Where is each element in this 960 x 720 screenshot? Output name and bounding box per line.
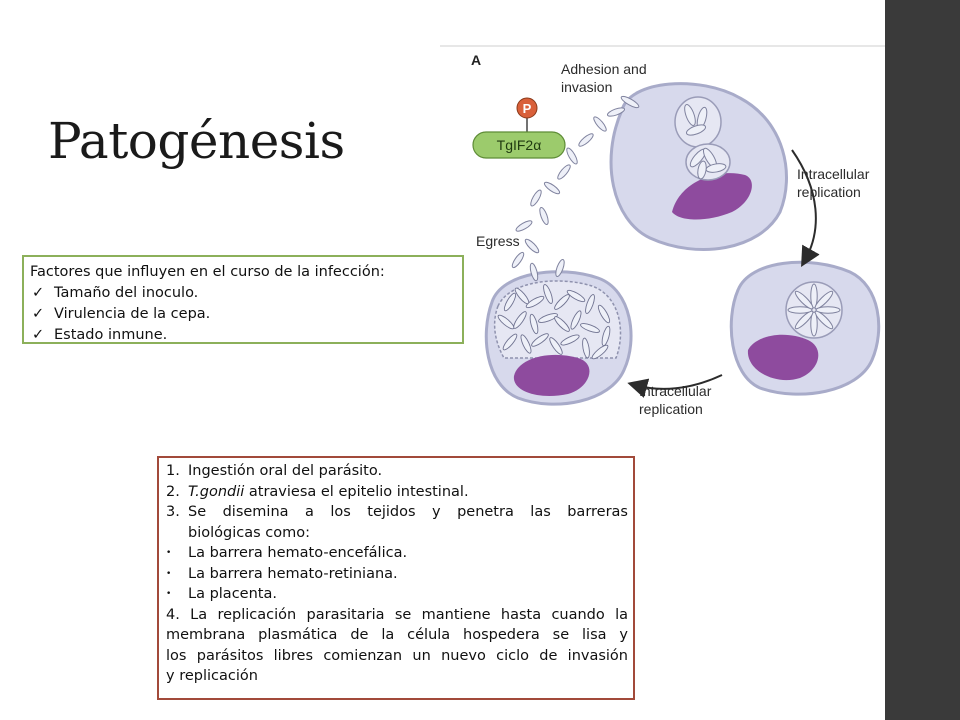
step-text: Se disemina a los tejidos y penetra las …	[188, 504, 628, 520]
panel-label: A	[471, 52, 481, 68]
protein-pill	[472, 131, 566, 159]
bullet-text: La placenta.	[188, 586, 277, 602]
checkmark-icon: ✓	[32, 306, 45, 322]
checkmark-icon: ✓	[32, 285, 45, 301]
step-text: atraviesa el epitelio intestinal.	[248, 483, 469, 500]
phosphate-circle	[516, 97, 538, 119]
free-parasites	[511, 95, 640, 282]
step-3-continuation: biológicas como:	[188, 524, 310, 541]
step-4: 4. La replicación parasitaria se mantien…	[166, 605, 628, 687]
replication-label-right: Intracellular replication	[797, 166, 873, 200]
slide-title: Patogénesis	[48, 112, 345, 170]
step-2: 2. T.gondii atraviesa el epitelio intesti…	[166, 482, 628, 503]
step-4-line: membrana plasmática de la célula hospede…	[166, 627, 628, 643]
bullet-icon: •	[166, 568, 172, 579]
factor-text: Estado inmune.	[54, 327, 168, 343]
adhesion-label: Adhesion and invasion	[561, 61, 651, 95]
vacuole-parasites	[684, 104, 727, 180]
slide-side-bar	[885, 0, 960, 720]
step-4-line: y replicación	[166, 668, 258, 684]
egress-cell	[484, 270, 633, 406]
step-text: Ingestión oral del parásito.	[188, 463, 383, 479]
replication-label-bottom: Intracellular replication	[639, 383, 715, 417]
factor-item: ✓ Virulencia de la cepa.	[30, 304, 454, 325]
bullet-text: La barrera hemato-encefálica.	[188, 545, 408, 561]
bullet-text: La barrera hemato-retiniana.	[188, 565, 398, 582]
factors-heading: Factores que influyen en el curso de la …	[30, 264, 385, 280]
step-1: 1. Ingestión oral del parásito.	[166, 461, 628, 482]
replication-cell-rosette	[729, 260, 881, 396]
tgif2a-protein: P TgIF2α	[472, 97, 566, 159]
checkmark-icon: ✓	[32, 327, 45, 343]
protein-label: TgIF2α	[497, 137, 542, 153]
arrow-replication-left	[627, 374, 723, 398]
rosette-parasites	[787, 283, 841, 337]
step-3: 3. Se disemina a los tejidos y penetra la…	[166, 502, 628, 523]
factor-text: Virulencia de la cepa.	[54, 306, 211, 322]
step-number: 2.	[166, 483, 180, 500]
lifecycle-diagram: A	[440, 45, 885, 417]
bullet-item: • La barrera hemato-retiniana.	[166, 564, 628, 585]
phosphate-label: P	[523, 101, 532, 116]
nucleus-2	[747, 334, 819, 381]
egress-parasites	[497, 284, 611, 360]
invasion-cell	[609, 82, 788, 251]
nucleus-3	[513, 354, 590, 396]
step-number: 3.	[166, 504, 180, 520]
step-number: 1.	[166, 463, 180, 479]
bullet-icon: •	[166, 548, 172, 558]
factor-item: ✓ Estado inmune.	[30, 325, 454, 346]
bullet-icon: •	[166, 589, 172, 599]
factor-item: ✓ Tamaño del inoculo.	[30, 283, 454, 304]
organism-name: T.gondii	[188, 483, 245, 500]
nucleus-1	[672, 173, 752, 220]
factor-text: Tamaño del inoculo.	[54, 285, 199, 301]
step-4-line: 4. La replicación parasitaria se mantien…	[166, 606, 628, 623]
bullet-item: • La placenta.	[166, 584, 628, 605]
step-4-line: los parásitos libres comienzan un nuevo …	[166, 647, 628, 664]
bullet-item: • La barrera hemato-encefálica.	[166, 543, 628, 564]
factors-box: Factores que influyen en el curso de la …	[22, 255, 464, 344]
egress-label: Egress	[476, 233, 520, 249]
arrow-replication-down	[791, 149, 820, 267]
steps-box: 1. Ingestión oral del parásito. 2. T.gondi…	[157, 456, 635, 700]
